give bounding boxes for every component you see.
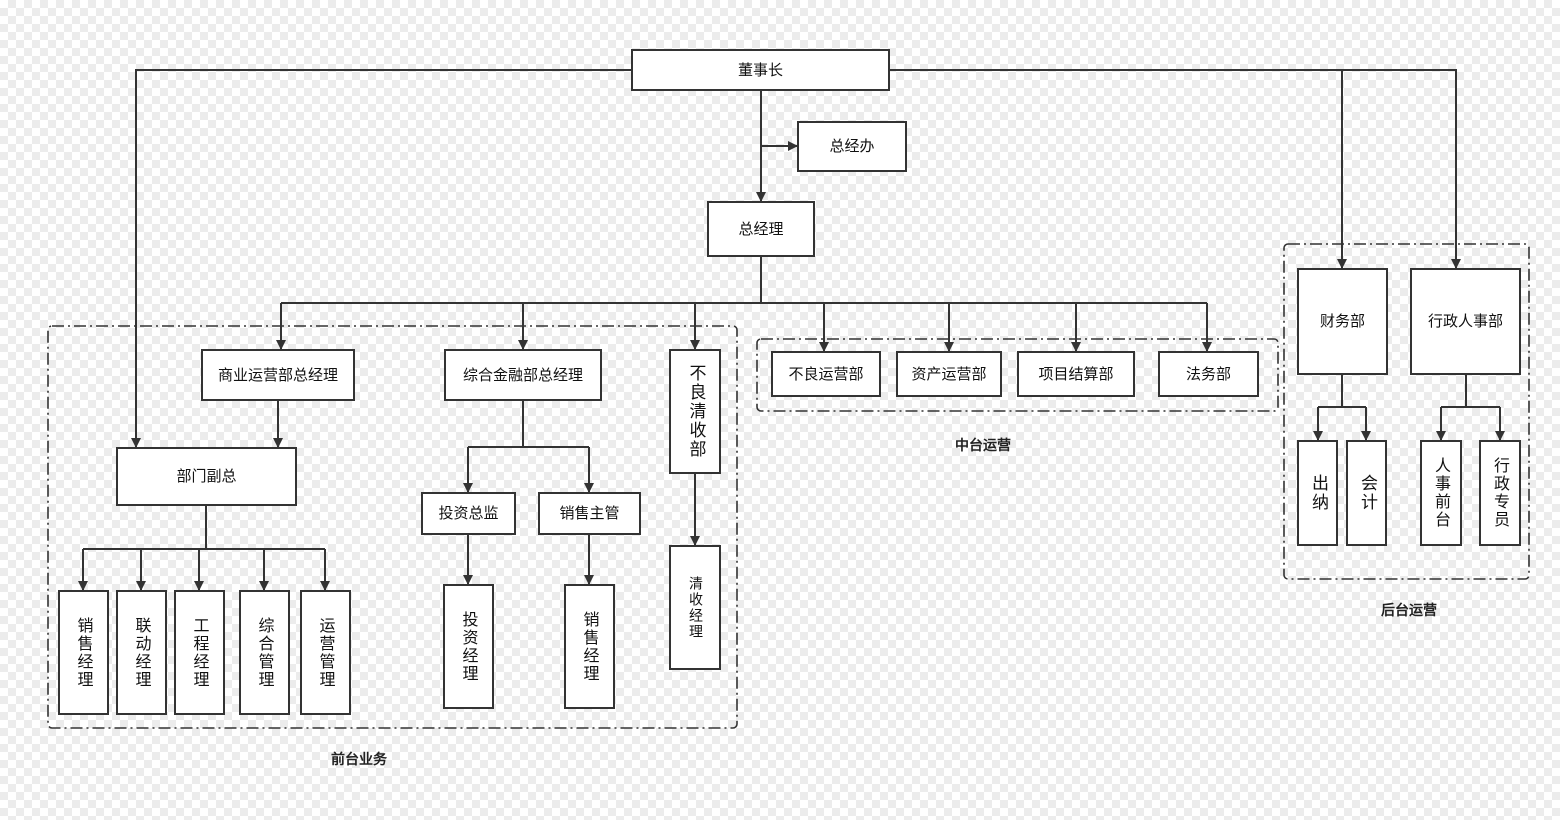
connector — [1342, 69, 1461, 269]
hr-front-desk-node: 人事前台 — [1420, 440, 1462, 546]
connector — [131, 69, 631, 448]
liaison-manager-node: 联动经理 — [116, 590, 167, 715]
sales-manager-node: 销售经理 — [58, 590, 109, 715]
middle-ops-label: 中台运营 — [955, 438, 1011, 454]
sales-manager-2-node: 销售经理 — [564, 584, 615, 709]
operations-management-node: 运营管理 — [300, 590, 351, 715]
front-business-region — [47, 325, 738, 729]
collection-manager-node: 清收经理 — [669, 545, 721, 670]
middle-ops-region — [756, 338, 1279, 412]
back-ops-region — [1283, 243, 1530, 580]
npl-collection-dept-node: 不良清收部 — [669, 349, 721, 474]
admin-specialist-node: 行政专员 — [1479, 440, 1521, 546]
integrated-finance-gm-node: 综合金融部总经理 — [444, 349, 602, 401]
dept-vp-node: 部门副总 — [116, 447, 297, 506]
engineering-manager-node: 工程经理 — [174, 590, 225, 715]
investment-manager-node: 投资经理 — [443, 584, 494, 709]
npl-ops-dept-node: 不良运营部 — [771, 351, 881, 397]
hr-admin-dept-node: 行政人事部 — [1410, 268, 1521, 375]
connector — [890, 69, 1347, 269]
accountant-node: 会计 — [1346, 440, 1387, 546]
commercial-ops-gm-node: 商业运营部总经理 — [201, 349, 355, 401]
gm-office-node: 总经办 — [797, 121, 907, 172]
sales-supervisor-node: 销售主管 — [538, 492, 641, 535]
general-management-node: 综合管理 — [239, 590, 290, 715]
chairman-node: 董事长 — [631, 49, 890, 91]
asset-ops-dept-node: 资产运营部 — [896, 351, 1002, 397]
cashier-node: 出纳 — [1297, 440, 1338, 546]
legal-dept-node: 法务部 — [1158, 351, 1259, 397]
finance-dept-node: 财务部 — [1297, 268, 1388, 375]
general-manager-node: 总经理 — [707, 201, 815, 257]
project-settlement-dept-node: 项目结算部 — [1017, 351, 1135, 397]
front-business-label: 前台业务 — [331, 752, 387, 768]
back-ops-label: 后台运营 — [1381, 603, 1437, 619]
investment-director-node: 投资总监 — [421, 492, 516, 535]
